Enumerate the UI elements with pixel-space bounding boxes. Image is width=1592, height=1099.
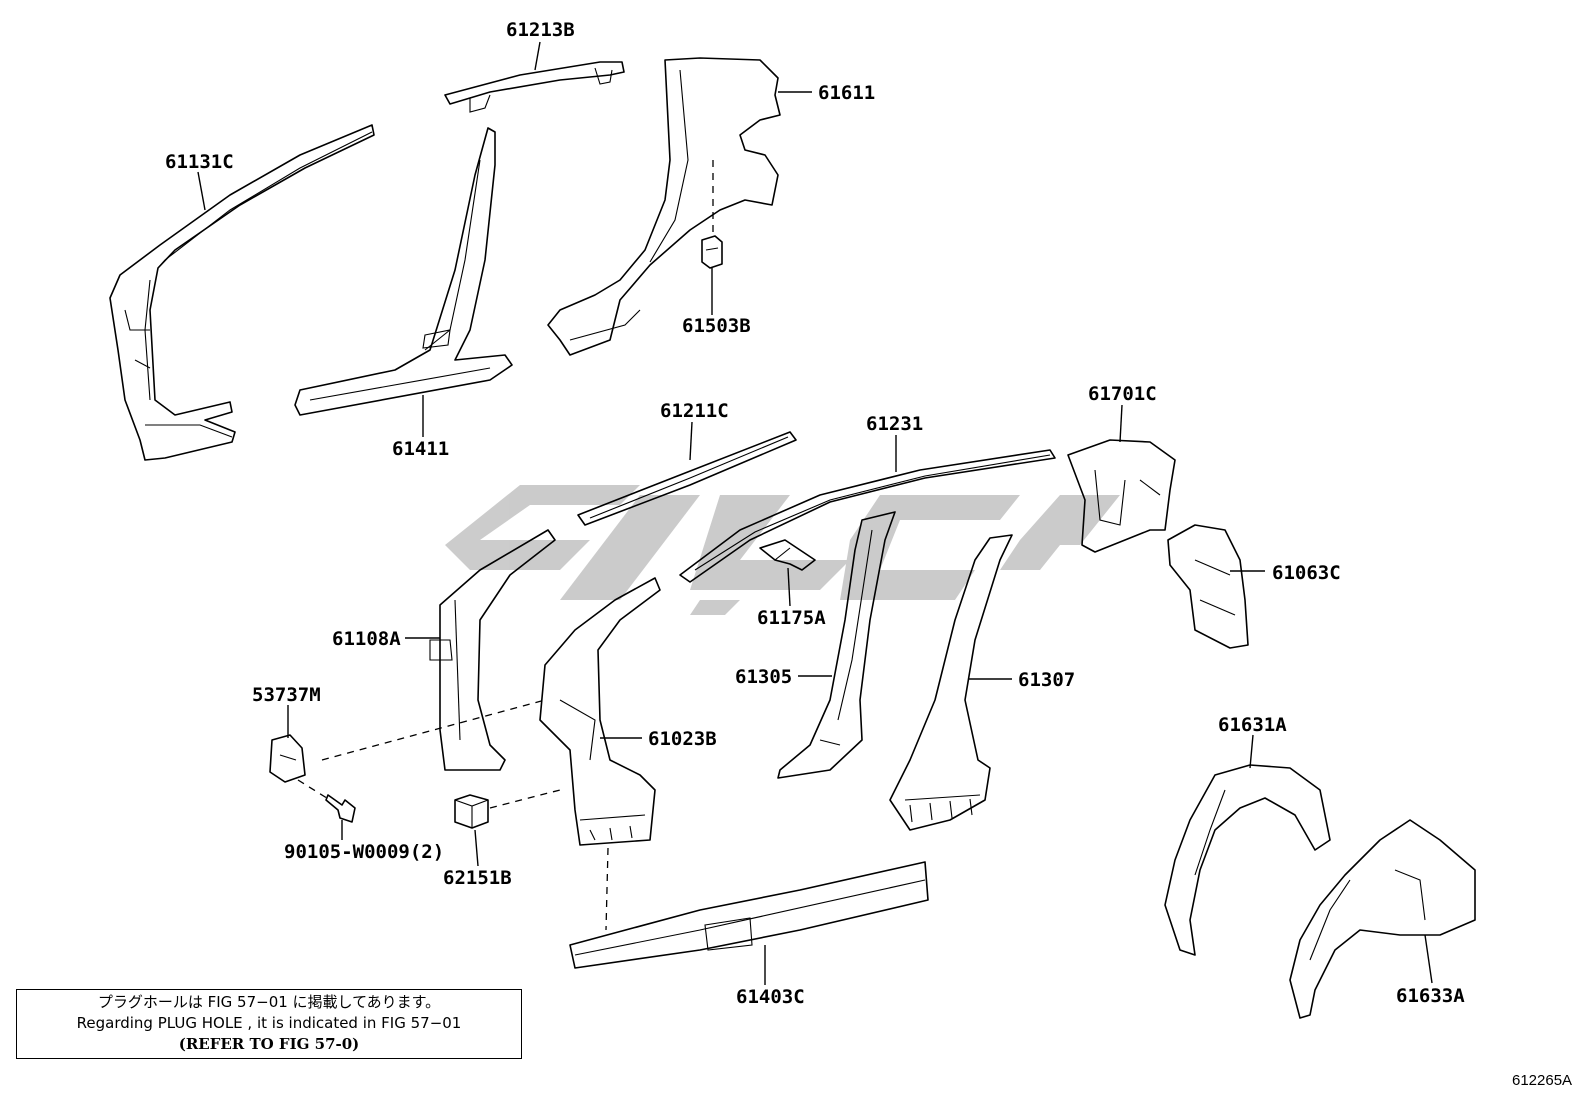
- part-label: 61701C: [1088, 383, 1157, 405]
- part-label: 61305: [735, 666, 792, 688]
- part-61411-drawing: [294, 127, 513, 416]
- part-label: 61503B: [682, 315, 751, 337]
- part-label: 61211C: [660, 400, 729, 422]
- part-labels: 61213B 61611 61131C 61503B 61411 61211C …: [165, 19, 1572, 1089]
- part-61503B-drawing: [701, 235, 723, 269]
- part-label: 61633A: [1396, 985, 1465, 1007]
- figure-code: 612265A: [1512, 1072, 1572, 1089]
- part-61023B-drawing: [539, 577, 661, 846]
- part-label: 61131C: [165, 151, 234, 173]
- part-61213B-drawing: [444, 61, 625, 113]
- note-line-english: Regarding PLUG HOLE , it is indicated in…: [76, 1014, 462, 1032]
- leader-lines: [197, 41, 1433, 985]
- plug-hole-note: プラグホールは FIG 57−01 に掲載してあります。 Regarding P…: [16, 989, 522, 1059]
- part-61108A-drawing: [429, 529, 556, 771]
- part-label: 61063C: [1272, 562, 1341, 584]
- part-61307-drawing: [889, 534, 1013, 831]
- part-label: 61611: [818, 82, 875, 104]
- part-61611-drawing: [547, 57, 781, 356]
- part-61175A-drawing: [759, 539, 816, 571]
- part-label: 90105-W0009(2): [284, 841, 444, 863]
- part-61631A-drawing: [1164, 764, 1331, 956]
- part-label: 53737M: [252, 684, 321, 706]
- part-label: 61231: [866, 413, 923, 435]
- part-label: 61631A: [1218, 714, 1287, 736]
- part-label: 61023B: [648, 728, 717, 750]
- part-label: 61411: [392, 438, 449, 460]
- part-90105-drawing: [325, 794, 356, 823]
- part-61131C-drawing: [109, 124, 375, 461]
- note-line-japanese: プラグホールは FIG 57−01 に掲載してあります。: [97, 993, 441, 1011]
- part-61063C-drawing: [1167, 524, 1249, 649]
- part-61211C-drawing: [577, 431, 797, 526]
- note-line-refer: (REFER TO FIG 57-0): [178, 1035, 360, 1053]
- part-61403C-drawing: [569, 861, 929, 969]
- part-label: 61403C: [736, 986, 805, 1008]
- part-label: 61108A: [332, 628, 401, 650]
- part-61305-drawing: [777, 511, 896, 779]
- part-label: 61175A: [757, 607, 826, 629]
- part-62151B-drawing: [454, 794, 489, 829]
- part-61701C-drawing: [1067, 439, 1176, 553]
- part-label: 62151B: [443, 867, 512, 889]
- part-label: 61307: [1018, 669, 1075, 691]
- part-label: 61213B: [506, 19, 575, 41]
- part-61633A-drawing: [1289, 819, 1476, 1019]
- part-61231-drawing: [679, 449, 1056, 583]
- part-53737M-drawing: [269, 734, 306, 783]
- watermark-logo: [445, 485, 1120, 615]
